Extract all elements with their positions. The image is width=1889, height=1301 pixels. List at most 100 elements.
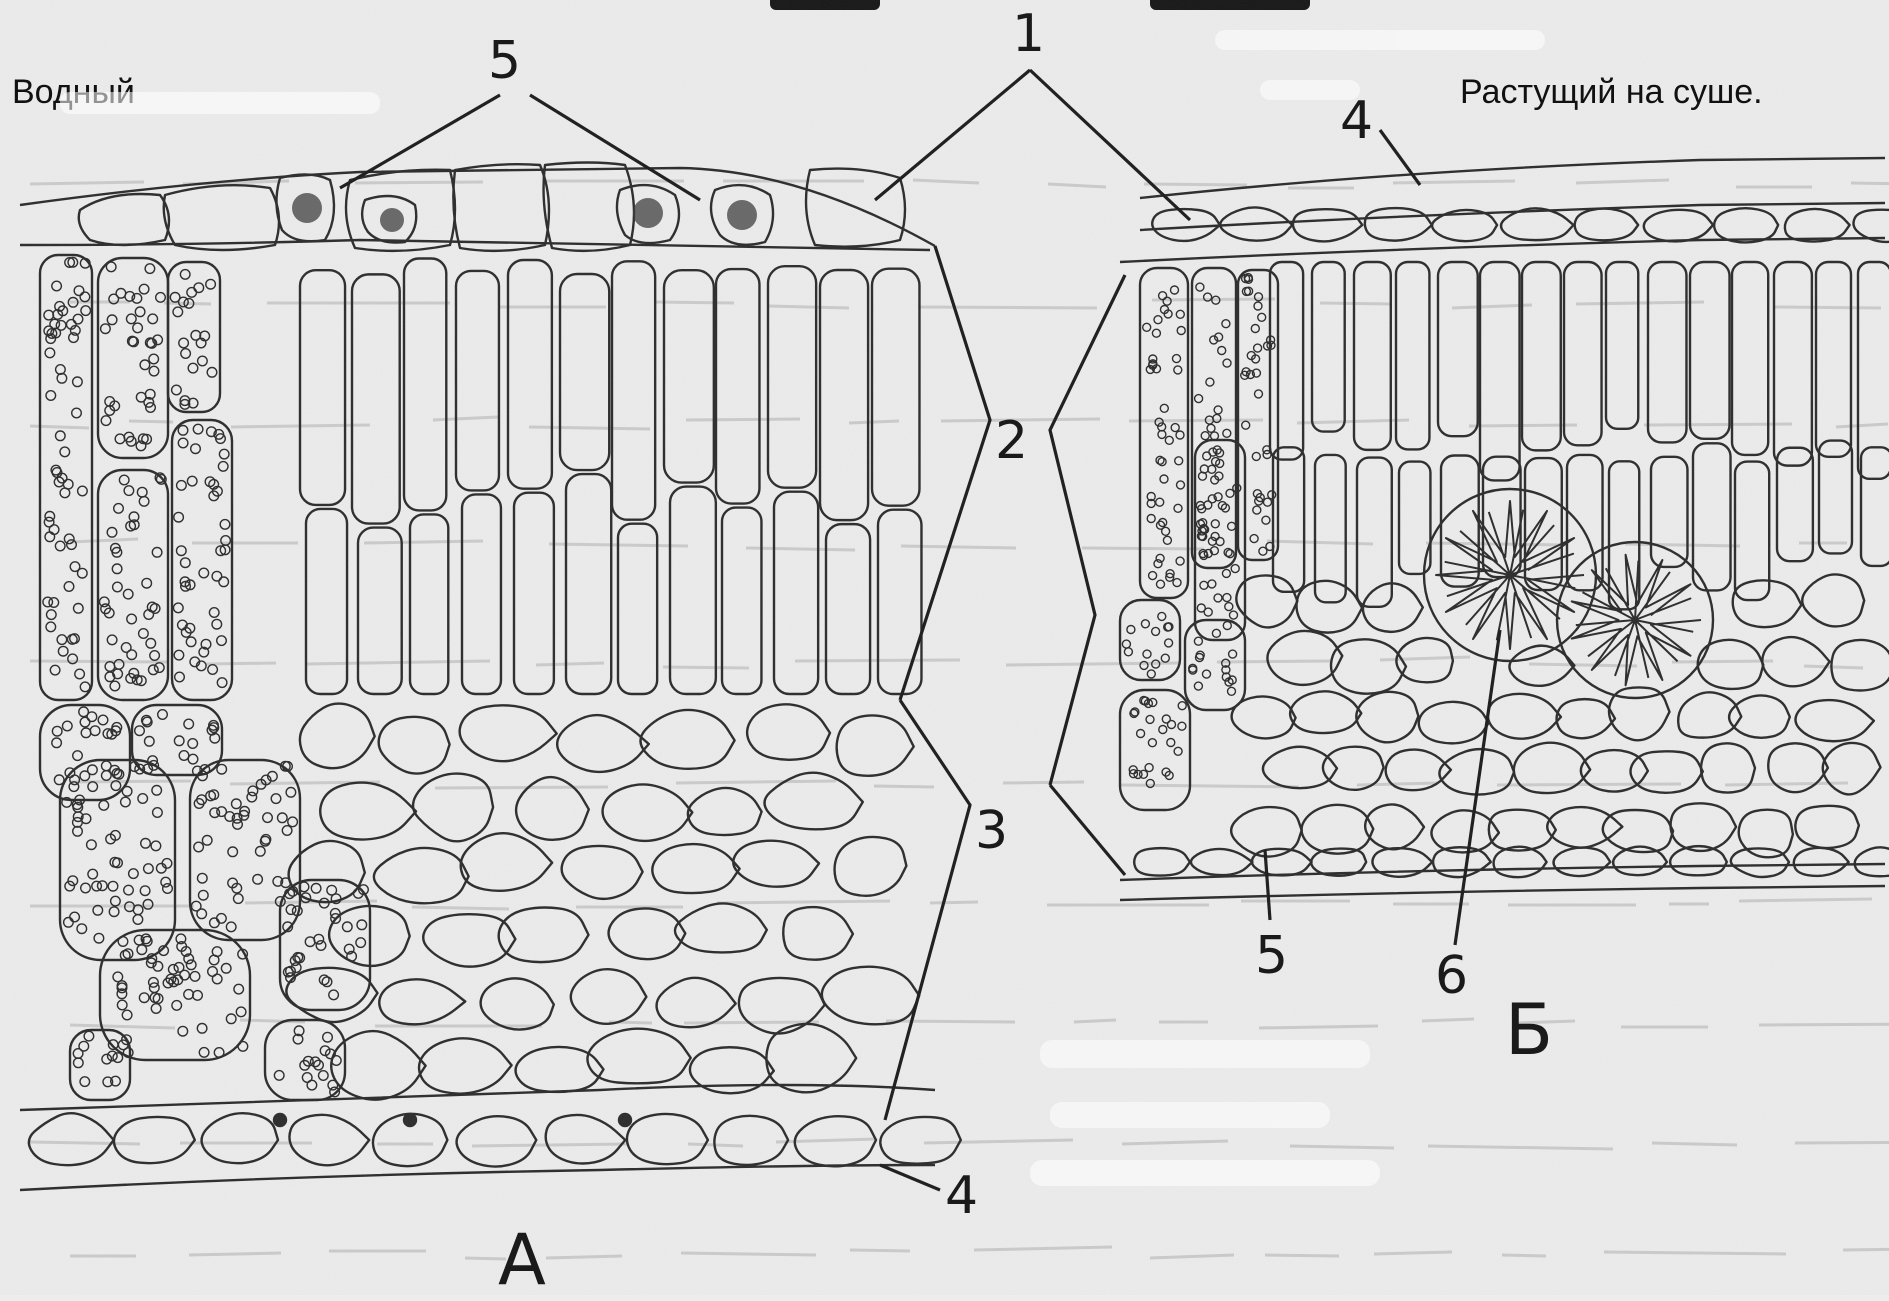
chloroplast bbox=[124, 486, 134, 496]
chloroplast bbox=[1212, 629, 1220, 637]
chloroplast bbox=[158, 710, 168, 720]
print-through-stroke bbox=[30, 1142, 140, 1144]
palisade-tissue-b bbox=[1270, 262, 1889, 609]
spongy-cell bbox=[1678, 692, 1741, 737]
chloroplast-cells-a bbox=[40, 255, 370, 1100]
spongy-cell bbox=[1729, 695, 1790, 737]
chloroplast bbox=[174, 512, 184, 522]
chloroplast bbox=[302, 1073, 312, 1083]
epidermis-cell bbox=[544, 163, 634, 251]
chloroplast bbox=[190, 972, 200, 982]
leader-6-b bbox=[1455, 630, 1500, 945]
chloroplast bbox=[209, 608, 219, 618]
chloroplast bbox=[217, 807, 227, 817]
chloroplast bbox=[234, 984, 244, 994]
palisade-cell bbox=[1567, 455, 1603, 590]
chloroplast bbox=[87, 840, 97, 850]
chloroplast bbox=[1194, 682, 1202, 690]
spongy-cell bbox=[1831, 640, 1889, 691]
chloroplast bbox=[188, 739, 198, 749]
chloroplast bbox=[1168, 721, 1176, 729]
leader-5-top-right bbox=[530, 95, 700, 200]
chloroplast bbox=[1258, 313, 1266, 321]
chloroplast bbox=[214, 1048, 224, 1058]
palisade-cell bbox=[300, 270, 345, 505]
chloroplast bbox=[278, 813, 288, 823]
print-through-stroke bbox=[206, 663, 276, 664]
chloroplast bbox=[138, 794, 148, 804]
chloroplast bbox=[46, 391, 56, 401]
chloroplast bbox=[288, 817, 298, 827]
lower-epidermis-cell bbox=[1252, 849, 1312, 876]
chloroplast bbox=[1177, 327, 1185, 335]
spongy-cell bbox=[1302, 805, 1374, 854]
chloroplast bbox=[178, 1026, 188, 1036]
palisade-cell bbox=[1312, 262, 1345, 432]
print-through-stroke bbox=[1003, 782, 1084, 783]
chloroplast bbox=[109, 907, 119, 917]
spongy-cell bbox=[374, 848, 469, 903]
chloroplast bbox=[99, 801, 109, 811]
spongy-cell bbox=[460, 705, 557, 761]
chloroplast bbox=[208, 665, 218, 675]
chloroplast bbox=[1214, 594, 1222, 602]
chloroplast bbox=[73, 314, 83, 324]
chloroplast bbox=[111, 896, 121, 906]
print-through-stroke bbox=[70, 1025, 175, 1028]
chloroplast bbox=[1158, 423, 1166, 431]
chloroplast bbox=[107, 315, 117, 325]
print-through-stroke bbox=[930, 902, 978, 903]
spongy-cell bbox=[587, 1029, 690, 1084]
chloroplast bbox=[58, 646, 68, 656]
chloroplast bbox=[44, 310, 54, 320]
lower-epidermis-cell bbox=[457, 1116, 537, 1166]
chloroplast bbox=[102, 761, 112, 771]
chloroplast bbox=[1254, 302, 1262, 310]
chloroplast bbox=[305, 937, 315, 947]
palisade-cell bbox=[1732, 262, 1768, 455]
print-through-stroke bbox=[364, 541, 483, 543]
chloroplast bbox=[80, 682, 90, 692]
chloroplast bbox=[1154, 316, 1162, 324]
chloroplast bbox=[81, 306, 91, 316]
spongy-cell bbox=[1630, 751, 1702, 793]
chloroplast bbox=[56, 431, 66, 441]
print-through-stroke bbox=[412, 907, 509, 909]
palisade-cell bbox=[404, 259, 446, 511]
chloroplast bbox=[113, 582, 123, 592]
chloroplast bbox=[143, 900, 153, 910]
chloroplast bbox=[1146, 715, 1154, 723]
chloroplast bbox=[218, 462, 228, 472]
chloroplast bbox=[127, 614, 137, 624]
chloroplast bbox=[206, 279, 216, 289]
chloroplast bbox=[202, 836, 212, 846]
chloroplast bbox=[236, 1007, 246, 1017]
palisade-cell bbox=[560, 274, 609, 470]
palisade-cell bbox=[352, 274, 400, 523]
chloroplast bbox=[1176, 431, 1184, 439]
upper-epidermis-cell bbox=[1644, 210, 1713, 242]
chloroplast bbox=[88, 869, 98, 879]
chloroplast bbox=[1208, 580, 1216, 588]
chloroplast bbox=[80, 771, 90, 781]
chloroplast bbox=[116, 289, 126, 299]
chloroplast-cell bbox=[98, 470, 168, 700]
chloroplast bbox=[45, 532, 55, 542]
label-5-stomata-top: 5 bbox=[488, 35, 521, 87]
print-through-stroke bbox=[849, 421, 899, 423]
chloroplast bbox=[122, 1010, 132, 1020]
print-through-stroke bbox=[1265, 1255, 1339, 1256]
label-6-crystal: 6 bbox=[1435, 950, 1468, 1002]
chloroplast bbox=[1147, 670, 1155, 678]
chloroplast bbox=[1161, 654, 1169, 662]
chloroplast bbox=[56, 365, 66, 375]
chloroplast bbox=[199, 568, 209, 578]
print-through-stroke bbox=[1428, 1146, 1613, 1149]
chloroplast bbox=[319, 975, 329, 985]
chloroplast bbox=[1263, 451, 1271, 459]
chloroplast bbox=[107, 635, 117, 645]
spongy-cell bbox=[675, 903, 767, 952]
chloroplast bbox=[127, 650, 137, 660]
chloroplast bbox=[286, 905, 296, 915]
chloroplast bbox=[186, 637, 196, 647]
